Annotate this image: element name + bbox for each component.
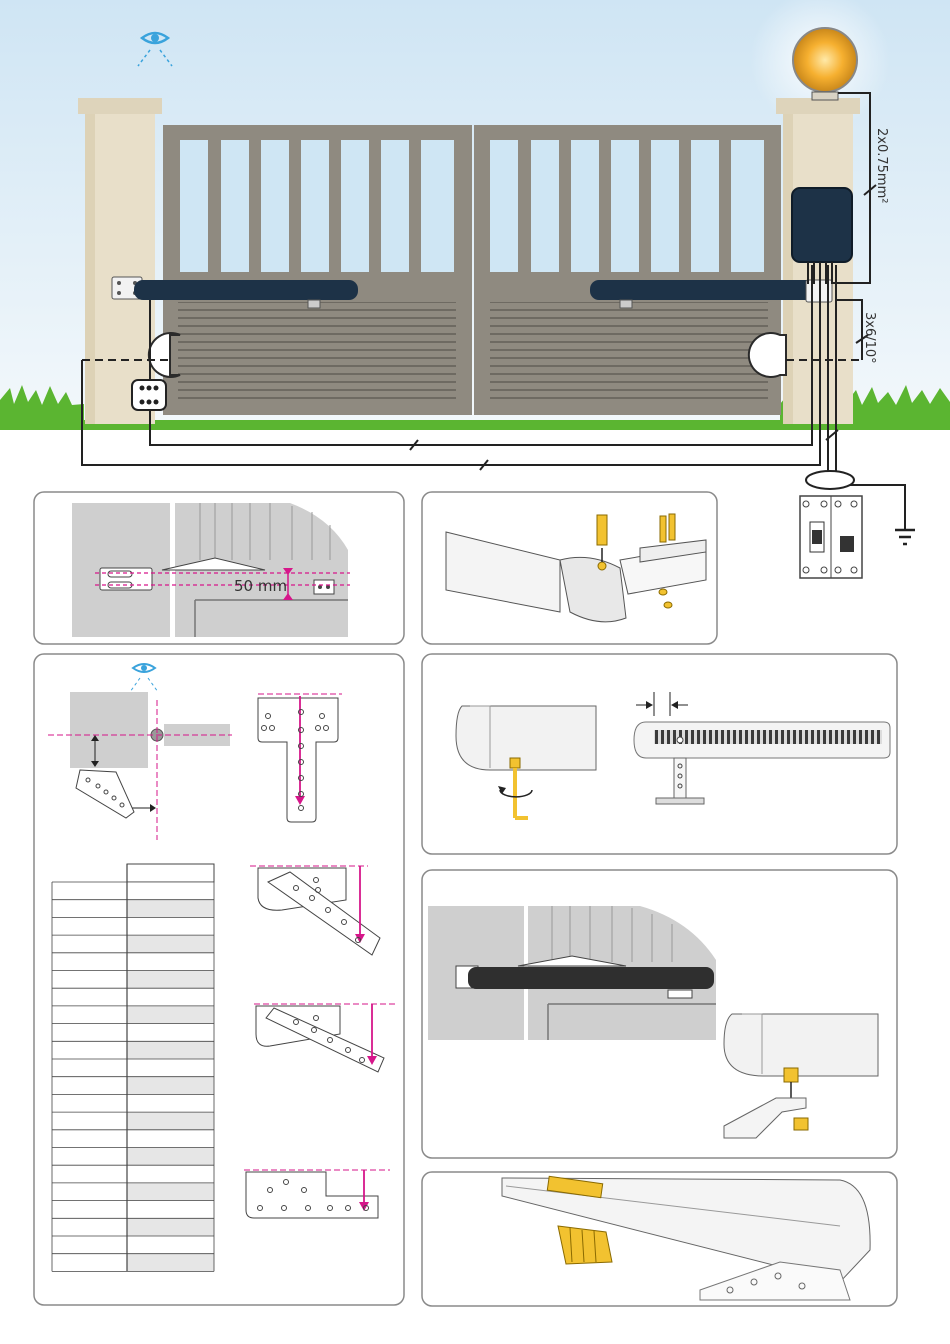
- table-row: [127, 1165, 214, 1183]
- table-header: [127, 864, 214, 882]
- panel-motor-mounting: [422, 870, 897, 1158]
- panel-bracket-fixing: [422, 492, 717, 644]
- table-row: [127, 1059, 214, 1077]
- power-cable-label: 3x6/10°: [862, 312, 877, 364]
- panel-release-rack: [422, 654, 897, 854]
- breaker-icon: [800, 496, 862, 578]
- table-row: [127, 1041, 214, 1059]
- table-row: [127, 1148, 214, 1166]
- right-gate-stop: [749, 333, 786, 377]
- panel-limit-stop: [422, 1172, 897, 1306]
- gap-distance-label: 50 mm: [234, 577, 287, 595]
- table-row: [127, 988, 214, 1006]
- left-gate-leaf: [163, 125, 472, 415]
- table-row: [127, 971, 214, 989]
- table-row: [127, 1218, 214, 1236]
- table-row: [127, 935, 214, 953]
- right-gate-leaf: [474, 125, 781, 415]
- panel-mounting-geometry: [34, 654, 404, 1305]
- table-row: [127, 1077, 214, 1095]
- table-row: [127, 1006, 214, 1024]
- table-row: [127, 1254, 214, 1272]
- table-row: [127, 1183, 214, 1201]
- panel-hinge-offset: 50 mm: [34, 492, 404, 644]
- table-row: [127, 953, 214, 971]
- light-cable-label: 2x0.75mm²: [874, 128, 889, 203]
- table-row: [127, 917, 214, 935]
- table-row: [127, 1130, 214, 1148]
- table-row: [127, 882, 214, 900]
- table-row: [127, 1236, 214, 1254]
- table-row: [127, 1112, 214, 1130]
- table-row: [127, 1024, 214, 1042]
- junction-box-icon: [132, 380, 166, 410]
- table-row: [127, 900, 214, 918]
- table-row: [127, 1201, 214, 1219]
- bolt-icon: [597, 515, 607, 545]
- ground-icon: [895, 530, 915, 544]
- table-row: [127, 1094, 214, 1112]
- cable-sleeve: [806, 471, 854, 489]
